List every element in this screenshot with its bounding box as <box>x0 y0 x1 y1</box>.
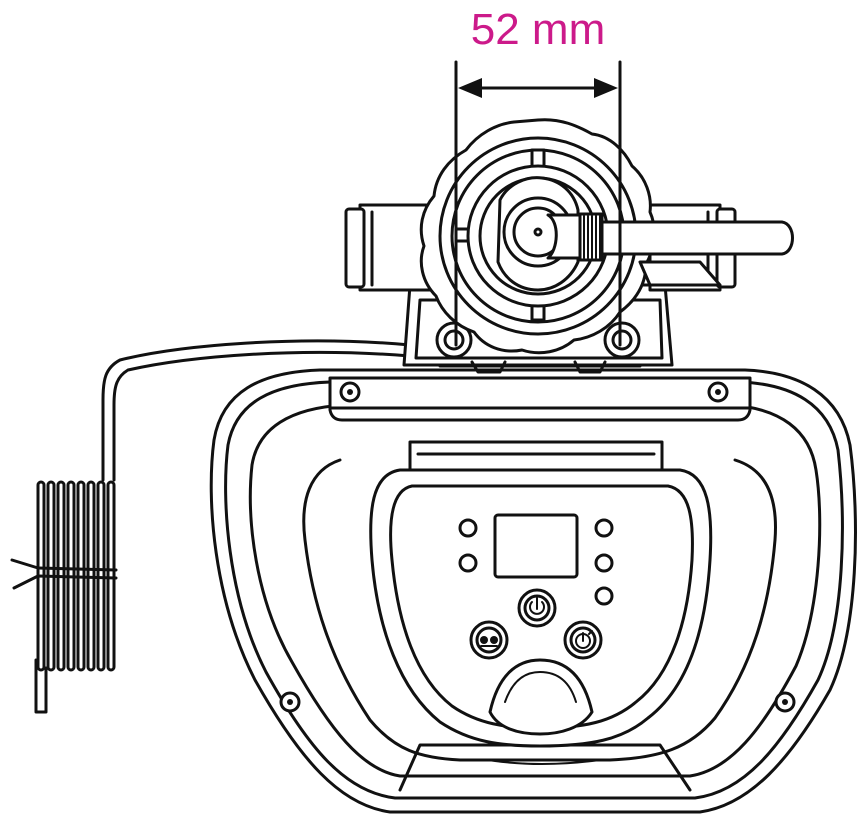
handle-grip <box>583 215 601 259</box>
power-button[interactable] <box>517 588 557 628</box>
dimension-label: 52 mm <box>470 5 606 54</box>
manual-mode-icon <box>480 636 498 647</box>
led-left-1 <box>458 518 478 538</box>
manual-mode-button[interactable] <box>469 620 509 660</box>
led-left-2 <box>458 553 478 573</box>
led-right-3 <box>594 586 614 606</box>
hose-coil <box>10 339 412 714</box>
timer-icon <box>575 630 593 649</box>
indicator-leds <box>458 518 614 606</box>
display-screen <box>493 513 579 579</box>
dimension-marker <box>454 60 622 347</box>
power-icon <box>529 597 545 615</box>
valve-assembly <box>344 118 794 374</box>
led-right-1 <box>594 518 614 538</box>
led-right-2 <box>594 553 614 573</box>
screws <box>279 381 796 713</box>
timer-button[interactable] <box>563 620 603 660</box>
control-panel <box>369 440 713 748</box>
